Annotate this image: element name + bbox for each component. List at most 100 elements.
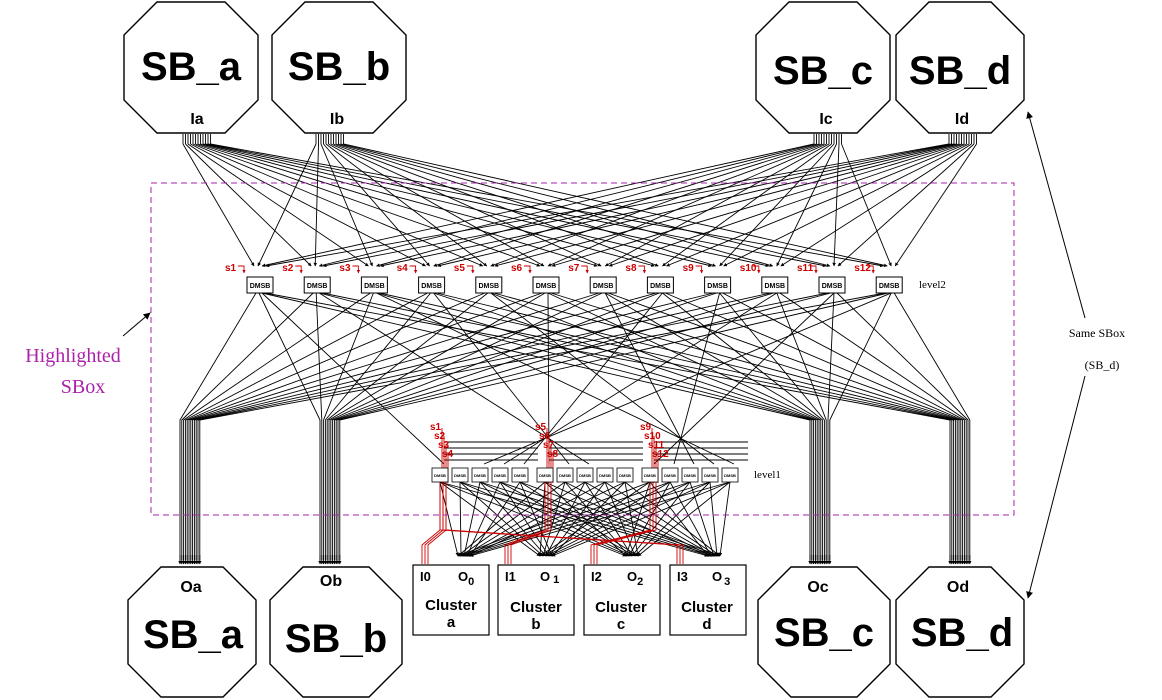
level1-dmsb-block	[511, 467, 529, 483]
level2-select-line	[810, 265, 818, 274]
output-wire	[335, 292, 774, 560]
output-wire	[836, 292, 969, 560]
level1-dmsb-block	[536, 467, 554, 483]
level1-select-label: s2	[434, 431, 446, 442]
cluster-input-wire	[544, 481, 627, 557]
level1-dmsb-block	[721, 467, 739, 483]
output-wire	[195, 292, 771, 560]
level1-select-label: s9	[640, 422, 652, 433]
level1-dmsb-label: DMSB	[724, 473, 736, 478]
top-switchboxes: SB_a Ia SB_b Ib SB_c Ic SB_d Id	[123, 1, 1025, 134]
cluster-input-wire	[462, 481, 481, 557]
input-wire	[330, 143, 602, 267]
cluster-letter: a	[447, 614, 456, 631]
level1-dmsb-block	[556, 467, 574, 483]
input-wire	[322, 143, 952, 268]
input-wire	[832, 143, 840, 267]
input-wire	[197, 143, 598, 267]
level1-select-label: s7	[543, 440, 555, 451]
highlighted-sbox-label-line2: SBox	[61, 376, 105, 398]
output-wire	[190, 292, 600, 560]
level1-dmsb-block	[641, 467, 659, 483]
level2-select-label: s9	[683, 263, 695, 274]
output-wire	[333, 292, 717, 560]
output-wire	[490, 292, 818, 560]
cluster-output-label: O0	[458, 569, 474, 588]
switchbox-port-label: Oa	[180, 579, 201, 596]
switchbox-port-label: Ic	[819, 111, 832, 128]
cluster-select-wire	[504, 482, 546, 564]
level1-feed-wire	[433, 292, 570, 465]
cluster-select-wire	[593, 482, 654, 564]
cluster-input-label: I3	[677, 569, 688, 584]
cluster-select-wire	[445, 482, 684, 564]
input-wire	[376, 143, 820, 267]
cluster-input-wire	[634, 481, 711, 557]
output-wire	[183, 292, 371, 560]
switchbox-name: SB_a	[143, 613, 244, 657]
cluster-a: I0 O0 Cluster a	[412, 564, 490, 636]
output-wire	[193, 292, 714, 560]
same-sbox-label-line2: (SB_d)	[1085, 358, 1120, 372]
cluster-input-wire	[548, 481, 711, 557]
output-wire	[604, 292, 822, 560]
level1-dmsb-block	[431, 467, 449, 483]
level2-dmsb-label: DMSB	[650, 283, 671, 290]
level1-dmsb-label: DMSB	[704, 473, 716, 478]
cluster-select-wire	[507, 482, 549, 564]
output-wire	[328, 292, 546, 560]
input-wire	[182, 143, 255, 267]
level2-dmsb-block	[704, 276, 732, 294]
cluster-input-wire	[463, 481, 586, 557]
cluster-input-wire	[459, 481, 463, 557]
cluster-input-label: I0	[420, 569, 431, 584]
input-wire	[320, 143, 373, 267]
output-wire	[315, 292, 323, 560]
highlighted-sbox-label-line1: Highlighted	[25, 345, 121, 367]
level2-select-label: s11	[797, 263, 814, 274]
switchbox-port-label: Ib	[330, 111, 344, 128]
output-wire	[779, 292, 967, 560]
output-wire	[436, 292, 956, 560]
level2-dmsb-label: DMSB	[421, 283, 442, 290]
level1-dmsb-label: DMSB	[434, 473, 446, 478]
cluster-select-wire	[590, 482, 651, 564]
level2-label: level2	[919, 279, 946, 291]
cluster-input-wire	[689, 481, 715, 557]
cluster-input-wire	[551, 481, 731, 557]
cluster-input-wire	[479, 481, 633, 557]
output-wire	[324, 292, 431, 560]
level2-dmsb-row: DMSBs1DMSBs2DMSBs3DMSBs4DMSBs5DMSBs6DMSB…	[225, 263, 903, 294]
same-sbox-arrow-top	[1026, 111, 1086, 319]
cluster-input-wire	[564, 481, 630, 557]
level2-select-line	[638, 265, 647, 274]
output-wire	[665, 292, 964, 560]
input-wire	[328, 143, 545, 267]
level1-dmsb-block	[491, 467, 509, 483]
input-wire	[433, 143, 822, 267]
cluster-input-wire	[625, 481, 651, 557]
output-wire	[829, 292, 892, 560]
input-wire	[313, 143, 319, 267]
output-wire	[197, 292, 829, 560]
output-wire	[188, 292, 543, 560]
level2-dmsb-label: DMSB	[593, 283, 614, 290]
level2-select-line	[581, 265, 590, 274]
switchbox-port-label: Od	[947, 579, 969, 596]
level1-dmsb-label: DMSB	[644, 473, 656, 478]
cluster-input-wire	[542, 481, 671, 557]
level1-dmsb-block	[681, 467, 699, 483]
level2-select-label: s6	[511, 263, 523, 274]
input-wire	[723, 143, 970, 267]
level1-dmsb-block	[576, 467, 594, 483]
output-wire	[433, 292, 816, 560]
output-wire	[179, 292, 257, 560]
level1-select-label: s10	[644, 431, 661, 442]
cluster-input-label: I2	[591, 569, 602, 584]
input-wire	[323, 143, 430, 267]
bottom-switchbox-a: Oa SB_a	[127, 566, 257, 698]
output-wire	[323, 292, 374, 560]
